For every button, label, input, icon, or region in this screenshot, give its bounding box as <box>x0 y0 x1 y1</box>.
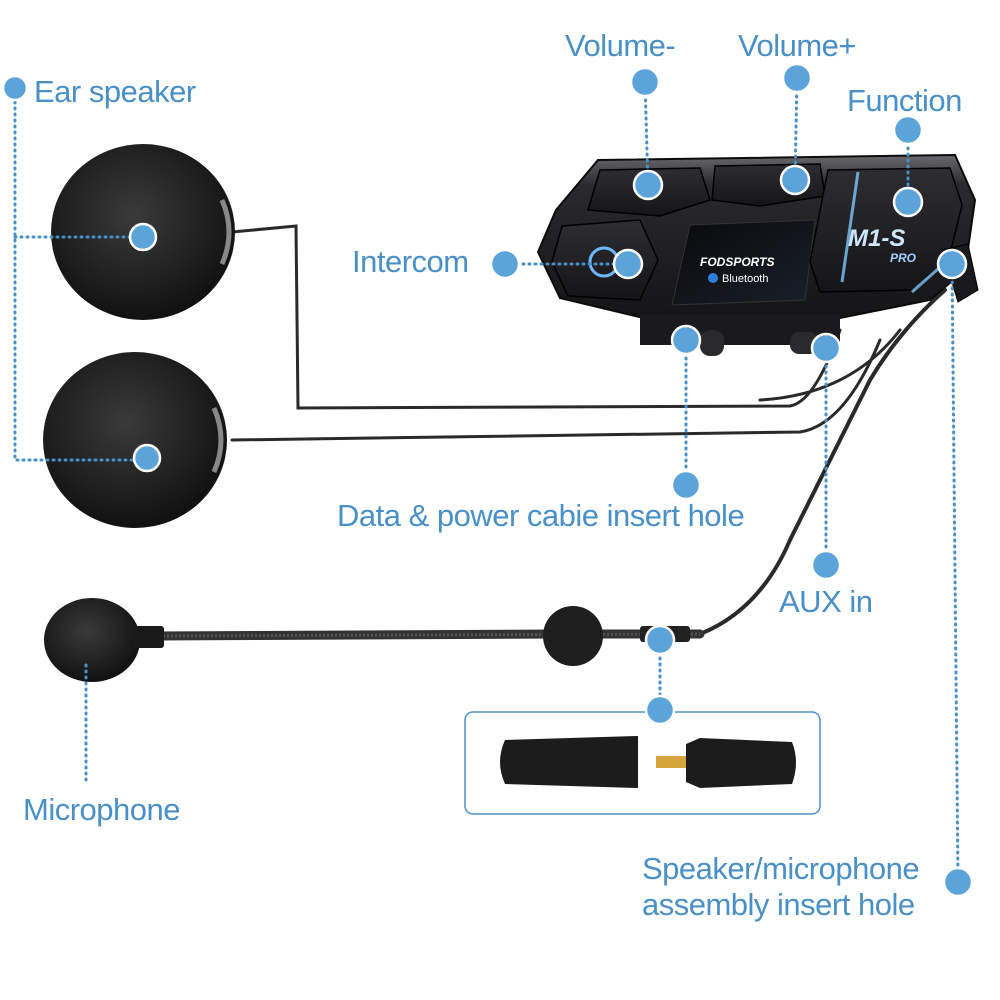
bluetooth-logo-text: Bluetooth <box>722 273 768 285</box>
assembly-label: Speaker/microphone assembly insert hole <box>642 851 920 922</box>
volume-plus-label: Volume+ <box>738 28 857 63</box>
intercom-label-dot <box>489 248 521 280</box>
lower-speaker-cable <box>230 338 882 442</box>
data-power-label: Data & power cabie insert hole <box>337 498 745 533</box>
boom-clip <box>543 606 603 666</box>
model-suffix-text: PRO <box>890 251 917 265</box>
intercom-button-dot <box>612 248 644 280</box>
model-name-text: M1-S <box>848 225 905 252</box>
lower-ear-speaker-dot <box>132 443 162 473</box>
mic-foam <box>44 598 140 682</box>
aux-label-dot <box>810 549 842 581</box>
inset-top-dot <box>644 694 676 726</box>
aux-hole-dot <box>810 332 842 364</box>
callout-dots <box>1 62 974 898</box>
mic-assembly-cable <box>698 288 947 636</box>
assembly-label-line2: assembly insert hole <box>642 886 915 922</box>
callout-lines <box>13 76 960 882</box>
volume-minus-button-dot <box>632 169 664 201</box>
male-connector <box>686 738 796 788</box>
ear-speaker-label-dot <box>1 74 29 102</box>
data-power-label-dot <box>670 469 702 501</box>
bluetooth-icon <box>708 273 718 283</box>
brand-logo-text: FODSPORTS <box>700 255 774 269</box>
male-connector-pin <box>656 756 686 768</box>
female-connector <box>500 736 638 788</box>
mic-connector-dot <box>644 624 676 656</box>
function-label: Function <box>847 83 962 118</box>
volume-plus-button-dot <box>779 164 811 196</box>
data-power-hole-dot <box>670 324 702 356</box>
volume-minus-label: Volume- <box>565 28 676 63</box>
assembly-label-dot <box>942 866 974 898</box>
assembly-label-line1: Speaker/microphone <box>642 851 920 886</box>
lower-ear-speaker <box>43 352 227 528</box>
assembly-jack-dot <box>936 248 968 280</box>
volume-minus-label-dot <box>629 66 661 98</box>
intercom-label: Intercom <box>352 244 469 279</box>
function-label-dot <box>892 114 924 146</box>
microphone-assembly <box>44 598 705 682</box>
microphone-label: Microphone <box>23 792 180 827</box>
upper-ear-speaker-dot <box>128 222 158 252</box>
aux-cable <box>758 328 902 402</box>
connector-inset <box>464 711 821 815</box>
function-button-dot <box>892 186 924 218</box>
aux-in-label: AUX in <box>779 584 873 619</box>
brand-screen <box>671 219 816 306</box>
volume-plus-label-dot <box>781 62 813 94</box>
ear-speaker-label: Ear speaker <box>34 74 196 109</box>
intercom-button <box>551 219 659 301</box>
